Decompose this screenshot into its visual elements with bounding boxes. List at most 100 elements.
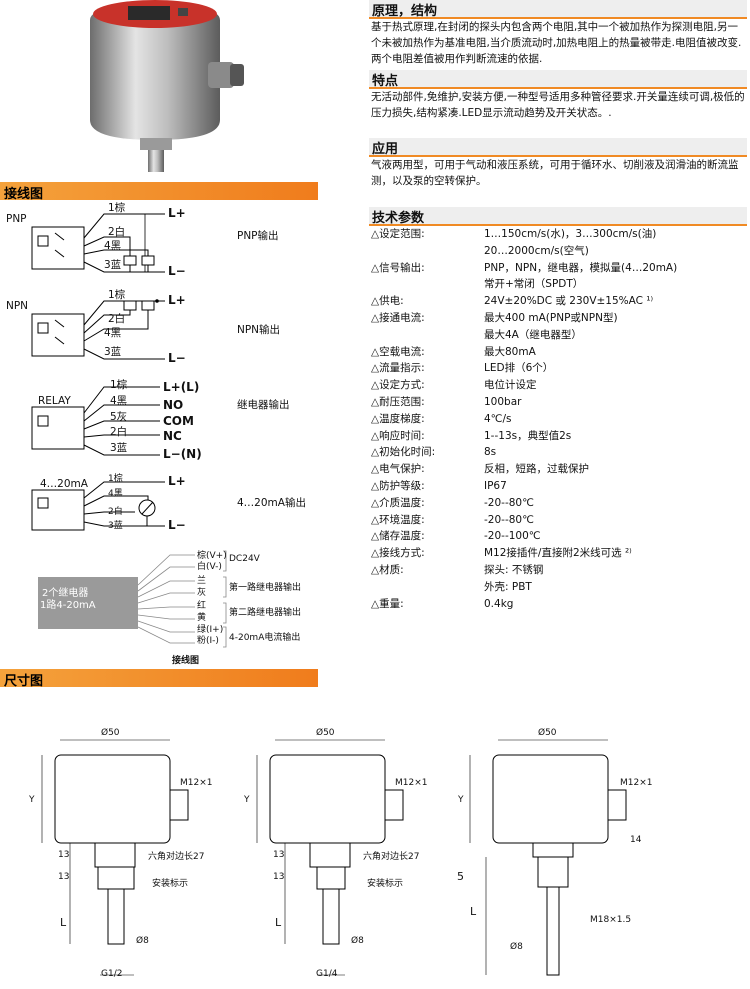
- combo-box-line2: 1路4-20mA: [40, 600, 96, 611]
- dim2-h13b: 13: [273, 872, 285, 882]
- dim1-m12: M12×1: [180, 778, 213, 788]
- combo-box-line1: 2个继电器: [42, 588, 89, 599]
- dim3-d8: Ø8: [510, 942, 523, 952]
- dim2-L: L: [275, 916, 282, 929]
- spec-value: 最大400 mA(PNP或NPN型): [484, 312, 618, 324]
- relay-diagram: [31, 386, 160, 456]
- combo-diagram: [38, 550, 227, 648]
- combo-group-relay1: 第一路继电器输出: [229, 583, 302, 593]
- relay-terminal-no: NO: [163, 398, 184, 412]
- spec-value: 1--13s，典型值2s: [484, 429, 572, 442]
- dim2-h13a: 13: [273, 850, 285, 860]
- dim3-m12: M12×1: [620, 778, 653, 788]
- dimensions-section-title: 尺寸图: [4, 674, 44, 689]
- spec-value: 1…150cm/s(水)，3…300cm/s(油): [484, 228, 657, 240]
- dim3-y: Y: [458, 795, 464, 805]
- principle-header: 原理，结构: [369, 0, 747, 19]
- npn-wire-4: 4黑: [104, 327, 122, 339]
- combo-wire-label: 棕(V+): [197, 551, 227, 561]
- pnp-output-label: PNP输出: [237, 230, 279, 242]
- dimension-drawing-g14: [256, 739, 404, 976]
- pnp-name: PNP: [6, 213, 27, 225]
- analog-wire-1: 1棕: [108, 474, 123, 484]
- dim1-hex: 六角对边长27: [148, 852, 205, 862]
- combo-caption: 接线图: [172, 656, 200, 666]
- application-header: 应用: [369, 138, 747, 157]
- spec-value: 反相，短路，过载保护: [484, 463, 589, 476]
- npn-wire-3: 3蓝: [104, 346, 122, 358]
- relay-wire-1: 1棕: [110, 379, 128, 391]
- relay-terminal-nc: NC: [163, 429, 182, 443]
- analog-name: 4…20mA: [40, 478, 88, 490]
- dim1-h13a: 13: [58, 850, 70, 860]
- dimension-drawing-g12: [41, 739, 189, 976]
- principle-title: 原理，结构: [372, 4, 438, 19]
- product-photo: [90, 0, 244, 172]
- analog-lminus: L−: [168, 518, 186, 532]
- npn-lminus: L−: [168, 351, 186, 365]
- analog-wire-4: 4黑: [108, 489, 123, 499]
- relay-terminal-l: L+(L): [163, 380, 200, 394]
- spec-label: △重量:: [371, 597, 404, 610]
- relay-terminal-n: L−(N): [163, 447, 202, 461]
- dim3-h5: 5: [457, 870, 464, 883]
- spec-value: IP67: [484, 480, 507, 492]
- analog-output-label: 4…20mA输出: [237, 497, 306, 509]
- spec-label: △材质:: [371, 564, 404, 576]
- spec-value: 8s: [484, 446, 497, 459]
- dim3-h14: 14: [630, 835, 642, 845]
- spec-value: 100bar: [484, 396, 522, 408]
- spec-label: △防护等级:: [371, 480, 425, 492]
- dim3-d50: Ø50: [538, 728, 557, 738]
- analog-wire-2: 2白: [108, 507, 123, 517]
- spec-value: 外壳: PBT: [484, 580, 532, 593]
- features-text: 无活动部件,免维护,安装方便,一种型号适用多种管径要求.开关量连续可调,极低的压…: [371, 91, 745, 119]
- dimensions-section-bar: [0, 669, 318, 687]
- combo-group-relay2: 第二路继电器输出: [229, 608, 302, 618]
- dim3-m18: M18×1.5: [590, 915, 632, 925]
- spec-value: 最大4A（继电器型）: [484, 328, 582, 341]
- relay-wire-4: 4黑: [110, 395, 128, 407]
- dim1-mark: 安装标示: [152, 879, 189, 889]
- dimension-drawing-m18: [469, 739, 627, 976]
- dim1-d8: Ø8: [136, 936, 149, 946]
- spec-label: △信号输出:: [371, 261, 425, 274]
- spec-label: △流量指示:: [371, 362, 425, 375]
- spec-label: △环境温度:: [371, 513, 425, 526]
- spec-value: 探头: 不锈钢: [484, 564, 544, 576]
- spec-value: 最大80mA: [484, 345, 536, 358]
- pnp-wire-3: 3蓝: [104, 259, 122, 271]
- dim1-h13b: 13: [58, 872, 70, 882]
- dim1-d50: Ø50: [101, 728, 120, 738]
- features-title: 特点: [372, 74, 399, 89]
- wiring-section-bar: [0, 182, 318, 200]
- combo-wire-label: 白(V-): [197, 562, 222, 572]
- dim2-g14: G1/4: [316, 969, 338, 979]
- relay-wire-2: 2白: [110, 426, 128, 438]
- spec-value: LED排（6个）: [484, 362, 554, 375]
- relay-name: RELAY: [38, 395, 71, 407]
- pnp-lminus: L−: [168, 264, 186, 278]
- combo-wire-label: 灰: [197, 588, 207, 598]
- spec-value: 常开+常闭（SPDT）: [484, 278, 584, 291]
- dim1-g12: G1/2: [101, 969, 123, 979]
- spec-value: 4℃/s: [484, 412, 512, 425]
- spec-label: △供电:: [371, 295, 404, 308]
- dim2-d50: Ø50: [316, 728, 335, 738]
- spec-value: -20--80℃: [484, 513, 534, 526]
- pnp-diagram: [31, 213, 165, 273]
- npn-lplus: L+: [168, 293, 186, 307]
- npn-output-label: NPN输出: [237, 324, 281, 336]
- pnp-lplus: L+: [168, 206, 186, 220]
- spec-value: M12接插件/直接附2米线可选 ²⁾: [484, 547, 632, 560]
- application-title: 应用: [372, 142, 399, 157]
- combo-wire-label: 绿(I+): [197, 625, 224, 635]
- spec-value: -20--100℃: [484, 530, 541, 543]
- analog-wire-3: 3蓝: [108, 521, 123, 531]
- spec-label: △耐压范围:: [371, 396, 425, 408]
- principle-text: 基于热式原理,在封闭的探头内包含两个电阻,其中一个被加热作为探测电阻,另一个未被…: [371, 21, 742, 65]
- npn-wire-1: 1棕: [108, 289, 126, 301]
- dim3-L: L: [470, 905, 477, 918]
- specs-title: 技术参数: [372, 211, 425, 226]
- dim2-hex: 六角对边长27: [363, 852, 420, 862]
